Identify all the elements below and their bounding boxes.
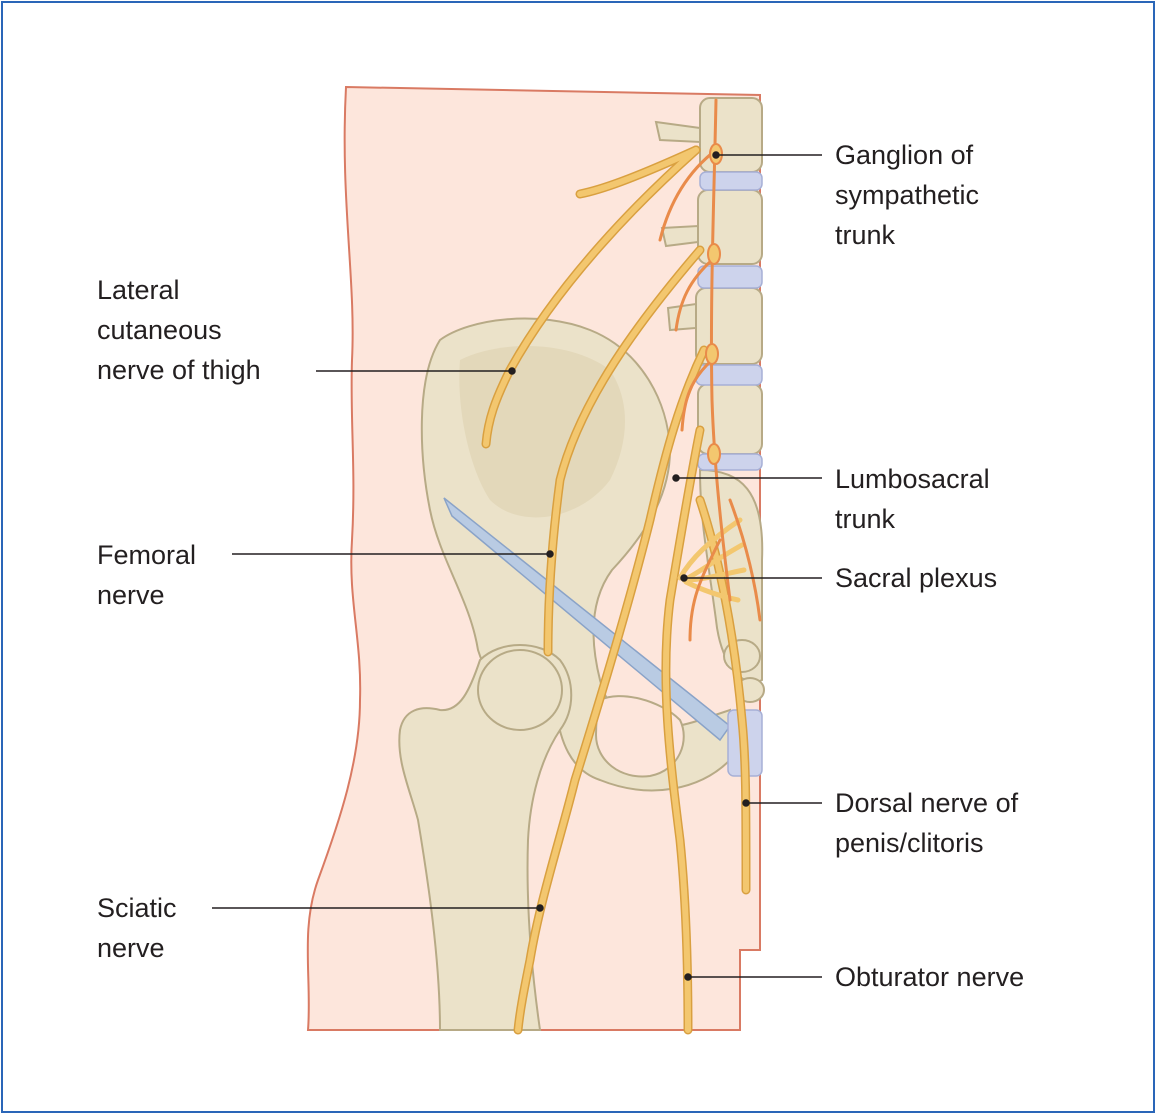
- label-obturator-nerve: Obturator nerve: [835, 962, 1025, 992]
- label-femoral-nerve: Femoral nerve: [97, 540, 197, 610]
- label-dorsal-nerve: Dorsal nerve of penis/clitoris: [835, 788, 1019, 858]
- label-lateral-cutaneous-nerve: Lateral cutaneous nerve of thigh: [97, 275, 261, 385]
- leader-lines: [212, 151, 822, 981]
- sciatic-nerve: [515, 347, 707, 1033]
- label-ganglion-sympathetic-trunk: Ganglion of sympathetic trunk: [835, 140, 980, 250]
- femoral-nerve: [545, 247, 703, 655]
- label-sciatic-nerve: Sciatic nerve: [97, 893, 177, 963]
- nerves: [481, 98, 762, 1035]
- femur: [398, 644, 573, 1031]
- obturator-nerve: [662, 427, 703, 1033]
- lateral-cutaneous-nerve: [483, 147, 699, 447]
- sympathetic-trunk: [658, 98, 762, 642]
- inguinal-ligament: [443, 497, 732, 742]
- femoral-head: [477, 649, 563, 731]
- genitofemoral-branch: [577, 147, 699, 197]
- obturator-foramen: [594, 695, 685, 778]
- label-lumbosacral-trunk: Lumbosacral trunk: [835, 464, 990, 534]
- label-sacral-plexus: Sacral plexus: [835, 563, 998, 593]
